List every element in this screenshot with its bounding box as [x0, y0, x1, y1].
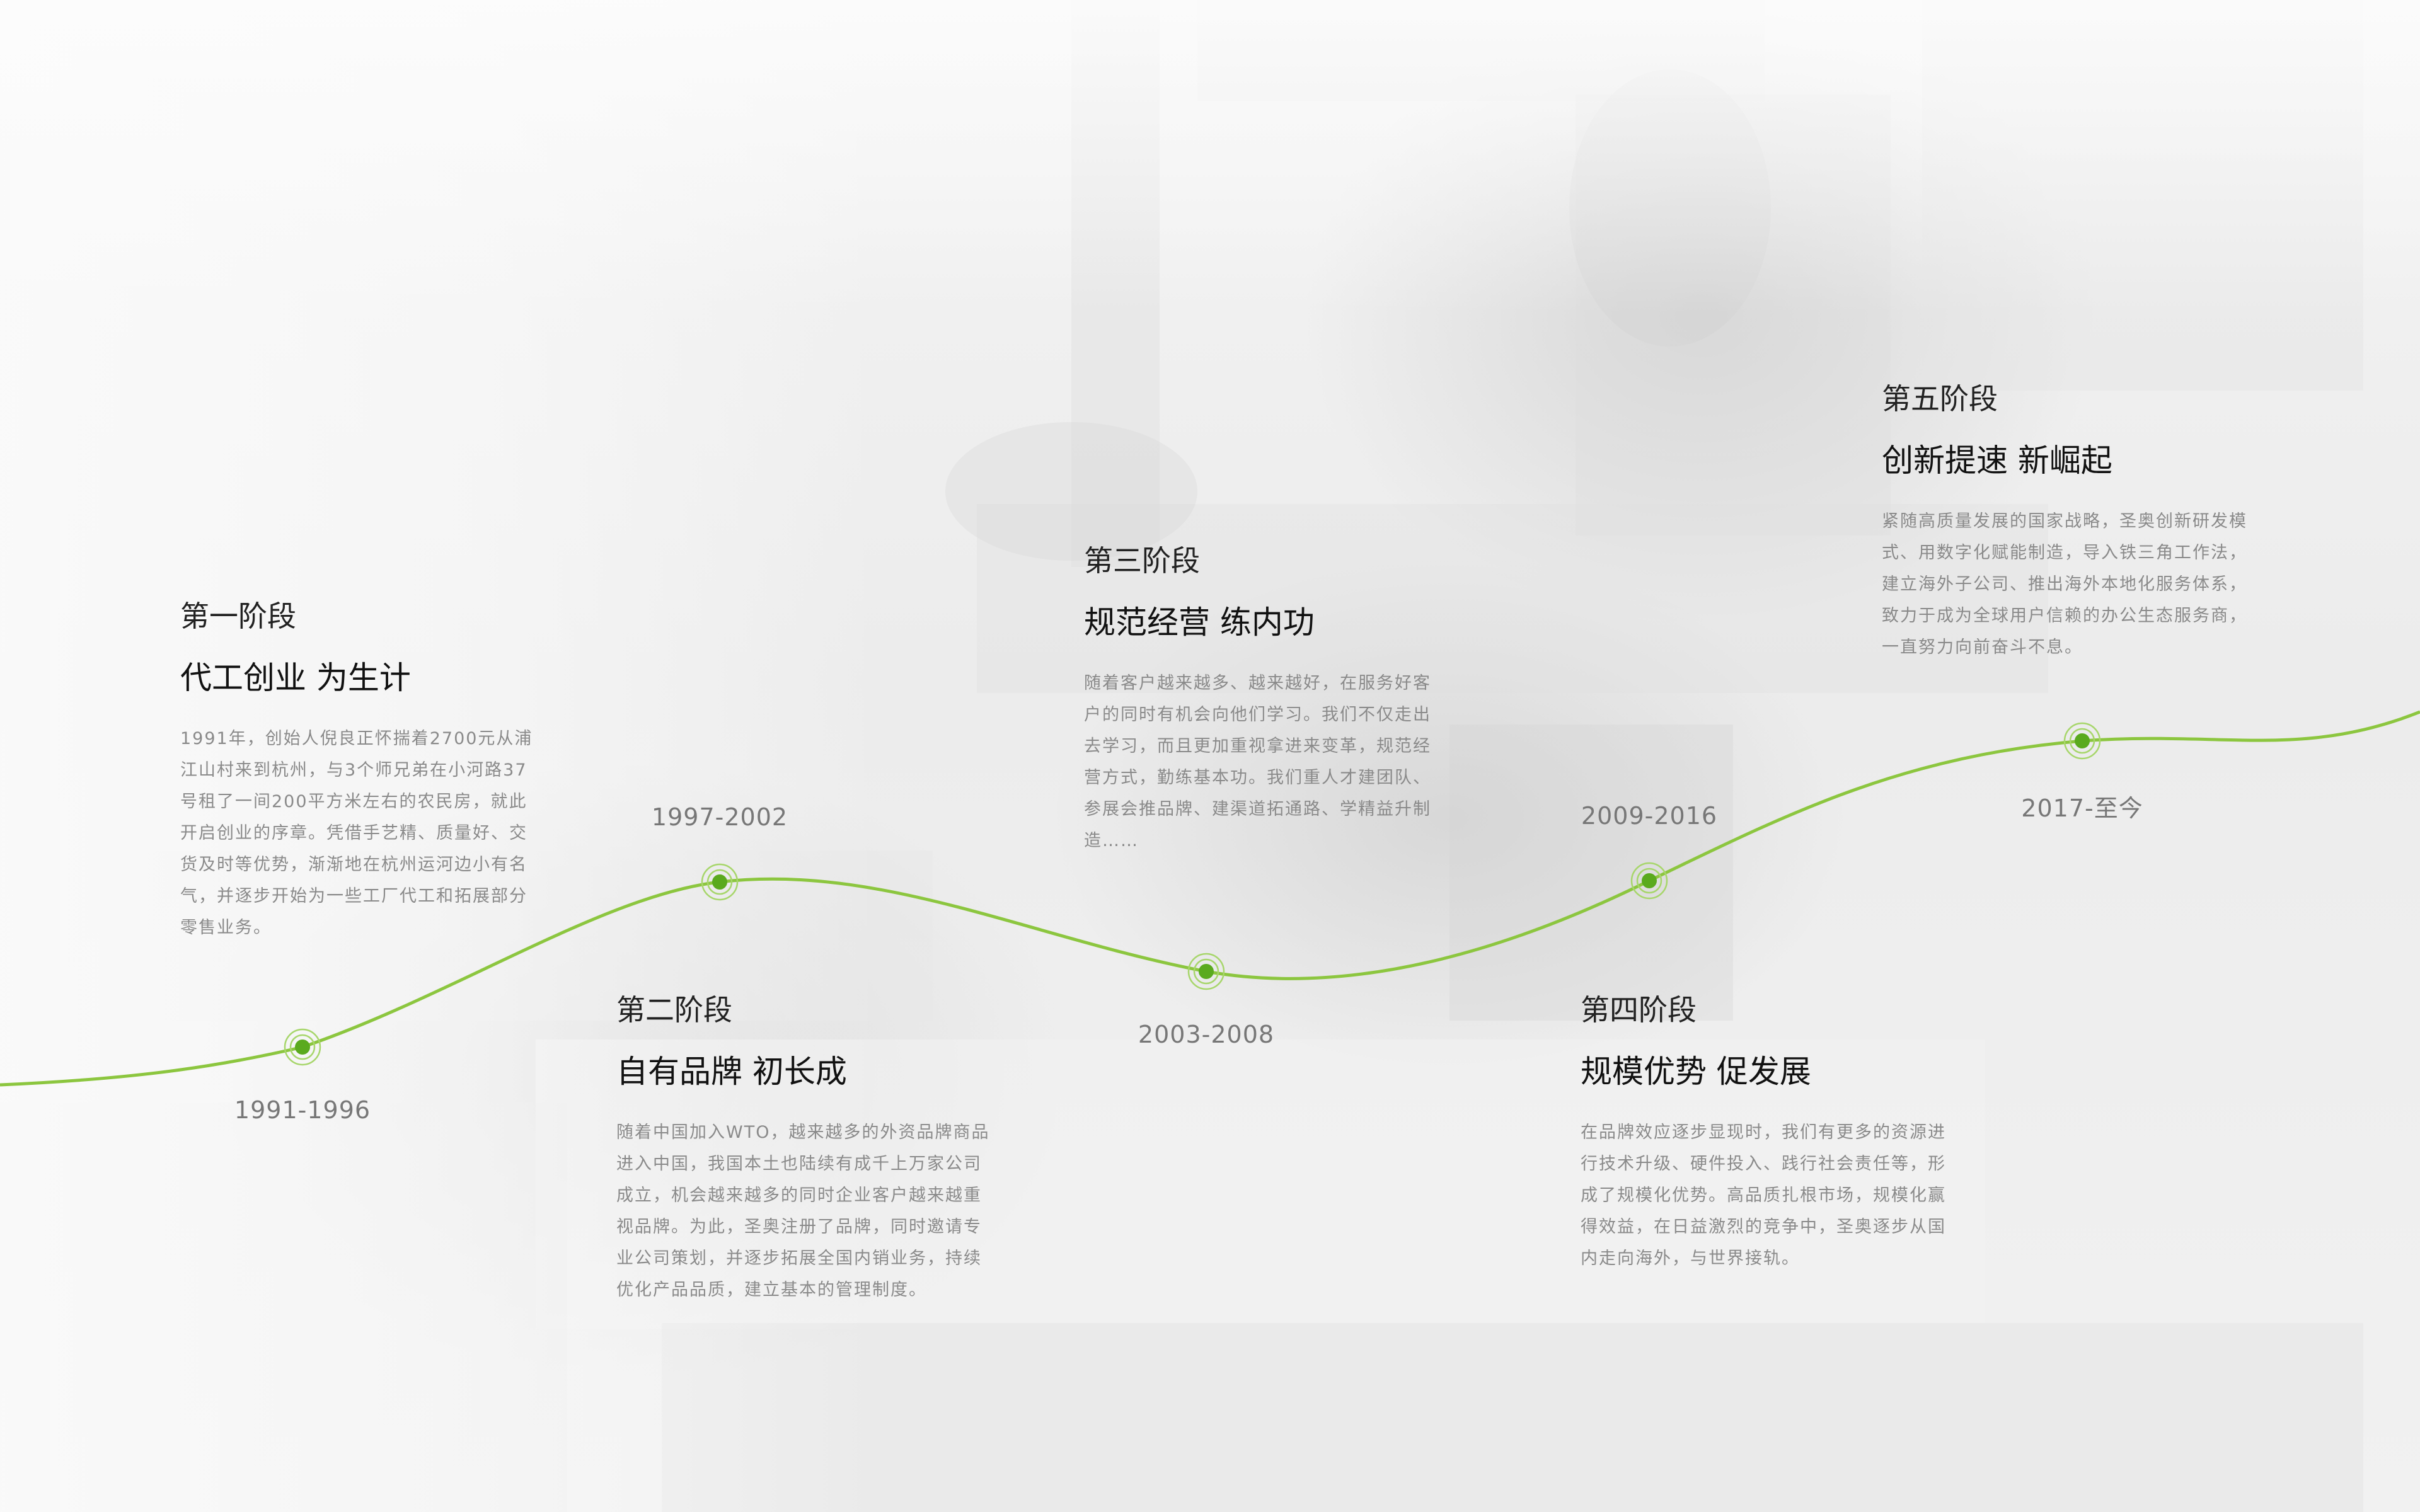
stage-label: 第五阶段: [1882, 382, 1998, 416]
year-label-5: 2017-至今: [2021, 794, 2143, 822]
stage-description: 1991年，创始人倪良正怀揣着2700元从浦江山村来到杭州，与3个师兄弟在小河路…: [180, 729, 533, 937]
year-label-4: 2009-2016: [1581, 802, 1718, 830]
timeline-node-4[interactable]: [1630, 862, 1668, 900]
year-label-1: 1991-1996: [234, 1096, 371, 1124]
stage-description: 紧随高质量发展的国家战略，圣奥创新研发模式、用数字化赋能制造，导入铁三角工作法，…: [1882, 512, 2247, 657]
stage-description: 随着客户越来越多、越来越好，在服务好客户的同时有机会向他们学习。我们不仅走出去学…: [1084, 673, 1431, 850]
stage-description: 在品牌效应逐步显现时，我们有更多的资源进行技术升级、硬件投入、践行社会责任等，形…: [1581, 1123, 1946, 1268]
stage-card-2: 第二阶段 自有品牌 初长成 随着中国加入WTO，越来越多的外资品牌商品进入中国，…: [616, 992, 994, 1306]
stage-title: 创新提速 新崛起: [1882, 442, 2112, 479]
stage-card-5: 第五阶段 创新提速 新崛起 紧随高质量发展的国家战略，圣奥创新研发模式、用数字化…: [1882, 381, 2247, 663]
stage-title: 自有品牌 初长成: [616, 1053, 847, 1090]
timeline-node-3[interactable]: [1187, 953, 1225, 990]
stage-label: 第四阶段: [1581, 993, 1697, 1027]
stage-card-3: 第三阶段 规范经营 练内功 随着客户越来越多、越来越好，在服务好客户的同时有机会…: [1084, 543, 1443, 857]
stage-label: 第三阶段: [1084, 544, 1200, 578]
stage-title: 代工创业 为生计: [180, 660, 411, 696]
timeline-node-1[interactable]: [284, 1028, 321, 1066]
timeline-node-2[interactable]: [701, 863, 739, 901]
stage-label: 第二阶段: [616, 993, 732, 1027]
year-label-2: 1997-2002: [651, 803, 788, 831]
stage-label: 第一阶段: [180, 599, 296, 633]
stage-title: 规范经营 练内功: [1084, 604, 1315, 641]
year-label-3: 2003-2008: [1138, 1021, 1275, 1048]
timeline-node-5[interactable]: [2063, 722, 2101, 760]
stage-card-1: 第一阶段 代工创业 为生计 1991年，创始人倪良正怀揣着2700元从浦江山村来…: [180, 598, 533, 944]
stage-title: 规模优势 促发展: [1581, 1053, 1811, 1090]
stage-card-4: 第四阶段 规模优势 促发展 在品牌效应逐步显现时，我们有更多的资源进行技术升级、…: [1581, 992, 1952, 1274]
stage-description: 随着中国加入WTO，越来越多的外资品牌商品进入中国，我国本土也陆续有成千上万家公…: [616, 1123, 990, 1300]
